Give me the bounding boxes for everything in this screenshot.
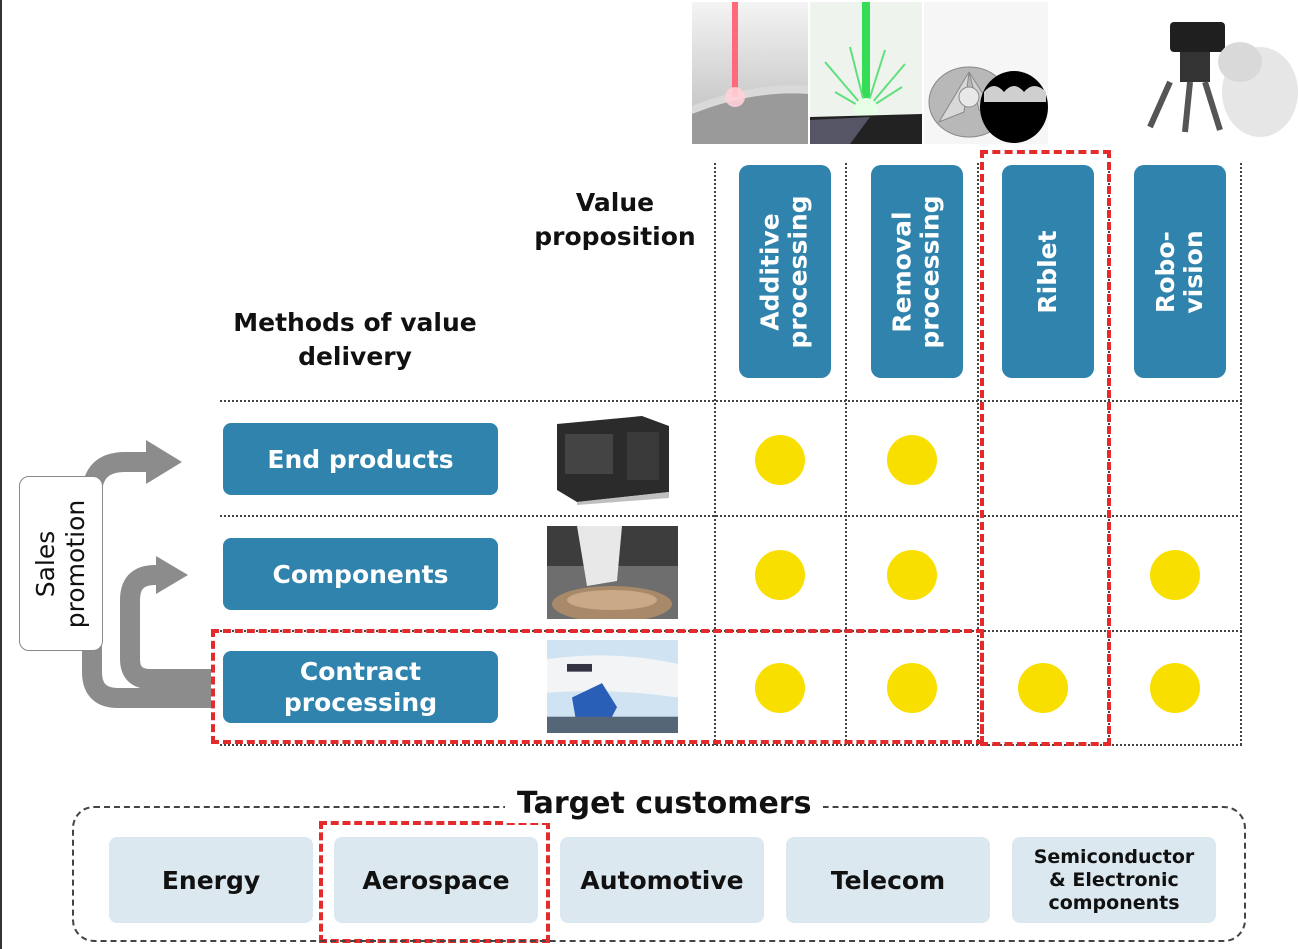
robot-arm-camera-image <box>1130 2 1299 144</box>
customer-semiconductor-electronic-components: Semiconductor & Electronic components <box>1012 837 1216 923</box>
dot-components-removal <box>887 550 937 600</box>
row-header-end-products: End products <box>223 423 498 495</box>
column-header-removal-processing: Removal processing <box>871 165 963 378</box>
grid-line-vertical-1 <box>714 163 716 745</box>
dot-contract-removal <box>887 663 937 713</box>
arrow-head-end-products <box>146 440 182 484</box>
dot-contract-additive <box>755 663 805 713</box>
component-machining-image <box>547 526 678 619</box>
sales-promotion-label: Sales promotion <box>31 499 90 628</box>
dot-end-products-additive <box>755 435 805 485</box>
value-proposition-label: Value proposition <box>534 188 696 251</box>
column-header-riblet: Riblet <box>1002 165 1094 378</box>
highlight-contract-processing-row <box>211 629 984 744</box>
dot-components-robo-vision <box>1150 550 1200 600</box>
grid-line-vertical-3 <box>977 163 979 745</box>
customer-energy: Energy <box>109 837 313 923</box>
riblet-impeller-image <box>924 2 1048 144</box>
methods-of-value-delivery-label: Methods of value delivery <box>233 308 477 371</box>
customer-aerospace: Aerospace <box>334 837 538 923</box>
customer-automotive: Automotive <box>560 837 764 923</box>
row-header-contract-processing: Contract processing <box>223 651 498 723</box>
column-header-label: Additive processing <box>756 194 814 349</box>
column-header-label: Removal processing <box>888 194 946 349</box>
target-customers-title: Target customers <box>505 785 824 823</box>
end-product-machine-image <box>547 412 678 505</box>
grid-line-vertical-5 <box>1240 163 1242 745</box>
row-header-components: Components <box>223 538 498 610</box>
grid-line-horizontal-2 <box>220 515 1242 517</box>
sales-promotion-box: Sales promotion <box>19 476 103 651</box>
removal-laser-image <box>810 2 922 144</box>
column-header-label: Robo-vision <box>1151 229 1208 314</box>
dot-components-additive <box>755 550 805 600</box>
highlight-riblet-column <box>980 150 1111 746</box>
grid-line-vertical-2 <box>845 163 847 745</box>
grid-line-horizontal-4 <box>220 744 1242 746</box>
dot-end-products-removal <box>887 435 937 485</box>
dot-contract-robo-vision <box>1150 663 1200 713</box>
page-left-border <box>0 0 2 949</box>
column-header-robo-vision: Robo-vision <box>1134 165 1226 378</box>
grid-line-horizontal-1 <box>220 400 1242 402</box>
column-header-additive-processing: Additive processing <box>739 165 831 378</box>
dot-contract-riblet <box>1018 663 1068 713</box>
contract-processing-aircraft-image <box>547 640 678 733</box>
arrow-head-components <box>156 556 188 594</box>
customer-telecom: Telecom <box>786 837 990 923</box>
additive-laser-image <box>692 2 808 144</box>
